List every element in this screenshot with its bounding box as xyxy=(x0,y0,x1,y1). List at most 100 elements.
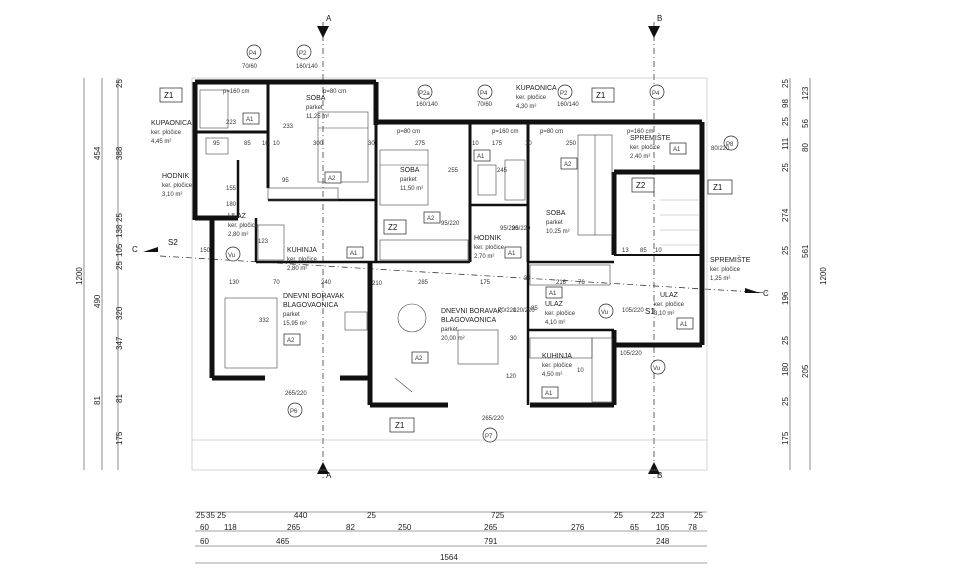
dim-value: 223 xyxy=(651,511,665,520)
symbol-p4: P4 xyxy=(249,51,257,57)
inner-dim: 85 xyxy=(244,141,251,147)
room-name: ULAZ xyxy=(228,213,247,220)
dim-value: 250 xyxy=(398,523,412,532)
dim-value: 60 xyxy=(200,537,209,546)
window-note: p=80 cm xyxy=(540,129,563,135)
room-area: 15,95 m² xyxy=(283,321,307,327)
inner-walls xyxy=(195,82,700,405)
room-area: 2,80 m² xyxy=(287,266,307,272)
inner-dim: 240 xyxy=(321,280,332,286)
room-bathroom-left: KUPAONICA ker. pločice 4,45 m² xyxy=(151,120,192,145)
inner-dim: 175 xyxy=(480,280,491,286)
inner-dim: 255 xyxy=(448,168,459,174)
dim-total-height: 1200 xyxy=(75,267,84,285)
symbol-p6: P6 xyxy=(290,409,298,415)
inner-dim: 10 xyxy=(273,141,280,147)
zone-a1-label: A1 xyxy=(246,117,254,123)
room-floor: ker. pločice xyxy=(710,267,741,273)
inner-dim: 285 xyxy=(418,280,429,286)
dim-value: 98 xyxy=(781,99,790,108)
dim-value: 320 xyxy=(115,306,124,320)
door-mark: 95/220 xyxy=(441,221,460,227)
dim-value: 78 xyxy=(688,523,697,532)
room-area: 2,40 m² xyxy=(630,154,650,160)
dim-value: 725 xyxy=(491,511,505,520)
window-note: p=160 cm xyxy=(492,129,519,135)
dim-value: 276 xyxy=(571,523,585,532)
dim-value: 25 xyxy=(694,511,703,520)
room-floor: parket xyxy=(283,312,300,318)
room-name: HODNIK xyxy=(162,173,190,180)
dim-value: 123 xyxy=(801,86,810,100)
dim-value: 82 xyxy=(346,523,355,532)
room-name: SOBA xyxy=(306,95,326,102)
zone-a2-label: A2 xyxy=(287,338,295,344)
dim-value: 440 xyxy=(294,511,308,520)
room-floor: ker. pločice xyxy=(542,363,573,369)
inner-dim: 30 xyxy=(368,141,375,147)
dim-value: 25 xyxy=(115,79,124,88)
dim-value: 25 xyxy=(781,163,790,172)
room-name: SOBA xyxy=(546,210,566,217)
inner-dim: 123 xyxy=(258,239,269,245)
zone-a2-label: A2 xyxy=(427,216,435,222)
zone-z2-label: Z2 xyxy=(388,223,398,232)
dim-value: 490 xyxy=(93,294,102,308)
zone-a1-label: A1 xyxy=(673,147,681,153)
dim-value: 25 xyxy=(781,117,790,126)
inner-dim: 130 xyxy=(229,280,240,286)
dim-value: 347 xyxy=(115,336,124,350)
room-subname: BLAGOVAONICA xyxy=(283,302,338,309)
dim-value: 25 xyxy=(367,511,376,520)
inner-dim: 95 xyxy=(213,141,220,147)
section-label-a-top: A xyxy=(326,14,332,23)
door-mark: 160/140 xyxy=(557,102,579,108)
room-floor: ker. pločice xyxy=(630,145,661,151)
room-entry-left: ULAZ ker. pločice 2,80 m² xyxy=(228,213,259,238)
inner-dim: 85 xyxy=(640,248,647,254)
room-bedroom-3: SOBA parket 10,25 m² xyxy=(546,210,570,235)
room-name: DNEVNI BORAVAK xyxy=(283,293,345,300)
door-mark: 70/60 xyxy=(477,102,493,108)
room-floor: parket xyxy=(441,327,458,333)
dim-value: 80 xyxy=(801,143,810,152)
section-lines: A A B B C C S2 S1 xyxy=(132,14,771,480)
room-area: 2,80 m² xyxy=(228,232,248,238)
dimension-chain-bottom: 25 35 25 440 25 725 25 223 25 60 118 265… xyxy=(195,511,707,564)
dim-row-1: 25 35 25 440 25 725 25 223 25 xyxy=(196,511,703,520)
dim-value: 35 xyxy=(206,511,215,520)
window-note: p=80 cm xyxy=(397,129,420,135)
zone-z1-label: Z1 xyxy=(713,183,723,192)
dim-value: 25 xyxy=(196,511,205,520)
room-name: SOBA xyxy=(400,167,420,174)
zone-a1-label: A1 xyxy=(680,322,688,328)
room-bathroom-middle: KUPAONICA ker. pločice 4,30 m² xyxy=(516,85,557,110)
room-bedroom-1: SOBA parket 11,25 m² xyxy=(306,95,329,120)
dim-value: 25 xyxy=(115,261,124,270)
symbol-vu: Vu xyxy=(228,253,235,259)
room-entry-right: ULAZ ker. pločice 3,10 m² xyxy=(654,292,685,317)
dim-value: 196 xyxy=(781,291,790,305)
inner-dim: 233 xyxy=(283,124,294,130)
inner-dim: 34 xyxy=(524,276,531,282)
dim-value: 248 xyxy=(656,537,670,546)
zone-a2-label: A2 xyxy=(328,176,336,182)
section-label-b-top: B xyxy=(657,14,662,23)
door-marks: 70/60 160/140 160/140 70/60 160/140 80/2… xyxy=(242,64,730,422)
dimension-chain-left: 1200 454 490 81 25 388 25 138 105 25 347… xyxy=(75,78,124,470)
room-name: KUPAONICA xyxy=(151,120,192,127)
inner-dim: 10 xyxy=(262,141,269,147)
room-kitchen-right: KUHINJA ker. pločice 4,50 m² xyxy=(542,353,573,378)
zone-z1-label: Z1 xyxy=(164,91,174,100)
dim-value: 81 xyxy=(93,396,102,405)
door-mark: 265/220 xyxy=(482,416,504,422)
inner-dim: 120 xyxy=(506,374,517,380)
window-symbols: P4 P2 P2a P4 P2 P4 P8 P6 P7 Vu Vu Vu xyxy=(225,44,739,443)
room-floor: ker. pločice xyxy=(516,95,547,101)
dim-value: 25 xyxy=(614,511,623,520)
room-living-middle: DNEVNI BORAVAK BLAGOVAONICA parket 20,00… xyxy=(441,308,503,342)
zone-z1-label: Z1 xyxy=(395,421,405,430)
symbol-vu: Vu xyxy=(601,310,608,316)
dim-value: 81 xyxy=(115,394,124,403)
